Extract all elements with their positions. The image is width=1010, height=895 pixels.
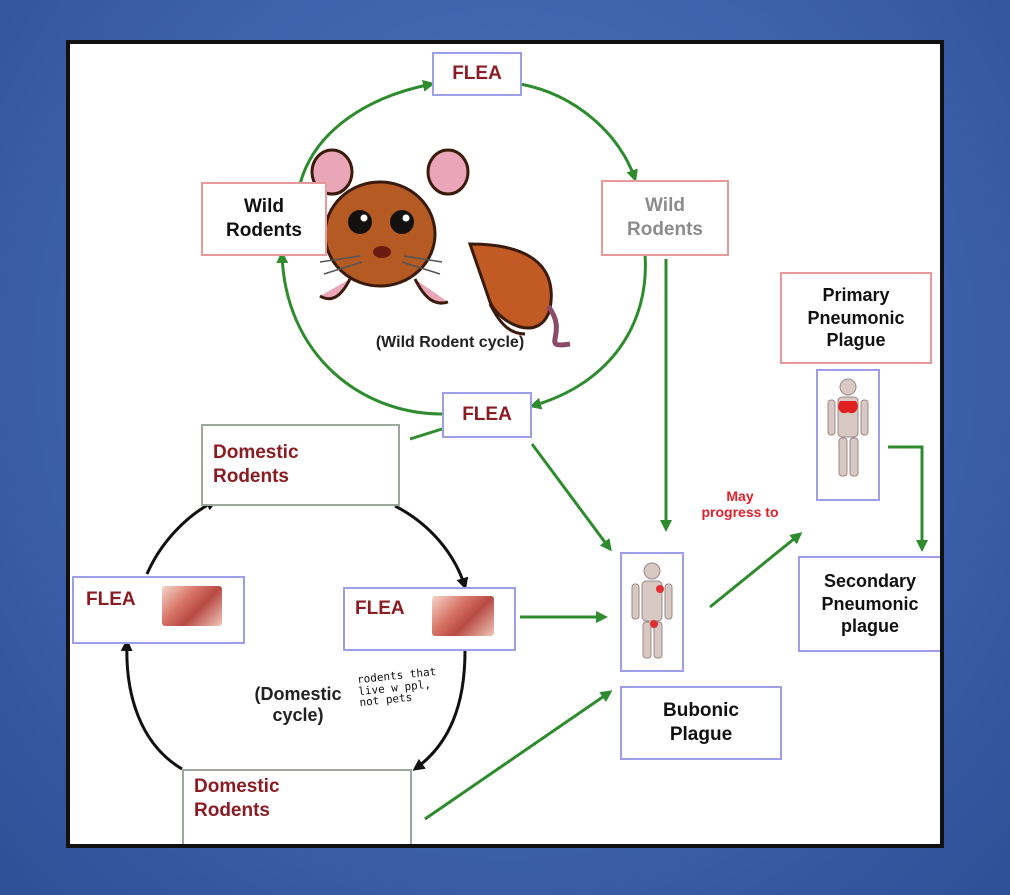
may-progress-label: May progress to xyxy=(701,488,779,520)
domestic-rodents-label: Domestic Rodents xyxy=(194,776,280,821)
line-flea-to-domestic xyxy=(409,427,443,441)
human-body-figure xyxy=(631,562,673,659)
arrow-domestic-top-to-flea-right xyxy=(394,504,469,590)
bubonic-figure-frame xyxy=(620,552,684,672)
primary-pneumonic-box: Primary Pneumonic Plague xyxy=(780,272,932,364)
arrow-wild-right-to-flea xyxy=(529,253,647,410)
arrow-domestic-bottom-to-bubonic xyxy=(424,690,613,821)
domestic-rodents-box-top: Domestic Rodents xyxy=(201,424,400,506)
arrow-primary-to-secondary xyxy=(888,445,928,552)
wild-rodent-illustration xyxy=(310,148,571,348)
domestic-rodents-label: Domestic Rodents xyxy=(213,442,299,487)
primary-pneumonic-label: Primary Pneumonic Plague xyxy=(807,285,905,351)
flea-tissue-image xyxy=(432,596,494,636)
domestic-rodents-box-bottom: Domestic Rodents xyxy=(182,769,412,844)
secondary-pneumonic-label: Secondary Pneumonic plague xyxy=(821,571,919,637)
arrow-bubonic-to-secondary xyxy=(709,532,803,609)
human-body-figure xyxy=(827,378,869,477)
wild-rodent-cycle-label: (Wild Rodent cycle) xyxy=(375,334,525,351)
flea-box-top: FLEA xyxy=(432,52,522,96)
arrow-flea-middle-to-bubonic xyxy=(530,443,612,552)
arrow-flea-left-to-domestic-top xyxy=(145,499,218,575)
arrow-flea-to-wild-right xyxy=(519,82,638,182)
diagram-panel: FLEA Wild Rodents Wild Rodents FLEA Dome… xyxy=(66,40,944,848)
arrow-flea-right-to-domestic-bottom xyxy=(412,650,467,771)
arrow-wild-left-to-flea xyxy=(298,79,435,185)
bubonic-plague-box: Bubonic Plague xyxy=(620,686,782,760)
wild-rodents-label: Wild Rodents xyxy=(627,195,703,240)
primary-figure-frame xyxy=(816,369,880,501)
flea-label: FLEA xyxy=(86,589,136,610)
arrow-domestic-bottom-to-flea-left xyxy=(120,639,183,771)
flea-tissue-image xyxy=(162,586,222,626)
flea-label: FLEA xyxy=(452,63,502,85)
wild-rodents-box-right: Wild Rodents xyxy=(601,180,729,256)
arrow-flea-to-wild-left xyxy=(276,251,443,416)
wild-rodents-label: Wild Rodents xyxy=(226,196,302,241)
flea-label: FLEA xyxy=(355,598,405,619)
bubonic-plague-label: Bubonic Plague xyxy=(663,700,739,745)
domestic-cycle-label: (Domestic cycle) xyxy=(254,684,342,725)
secondary-pneumonic-box: Secondary Pneumonic plague xyxy=(798,556,940,652)
flea-box-middle: FLEA xyxy=(442,392,532,438)
flea-label: FLEA xyxy=(462,404,512,426)
wild-rodents-box-left: Wild Rodents xyxy=(201,182,327,256)
